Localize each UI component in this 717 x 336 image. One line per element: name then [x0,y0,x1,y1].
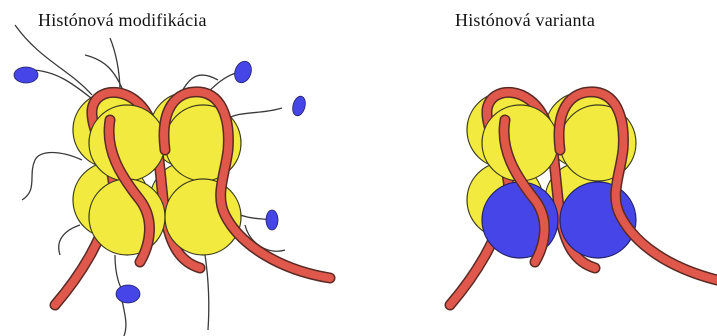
modification-mark-icon [266,210,278,230]
histone-tail [110,38,120,92]
histone-tail [59,225,80,255]
histone-tail [225,108,282,120]
modification-mark-icon [291,95,308,117]
histone-tail [205,255,209,330]
modification-mark-icon [232,59,255,85]
histone-tail [240,215,270,220]
histone-tail [22,153,82,201]
histone-tail [15,25,92,95]
nucleosome-modification [14,25,330,336]
nucleosome-variant [450,92,717,305]
histone-core [89,105,165,181]
histone-tail [122,300,126,336]
modification-mark-icon [116,285,140,303]
modification-mark-icon [14,67,38,83]
